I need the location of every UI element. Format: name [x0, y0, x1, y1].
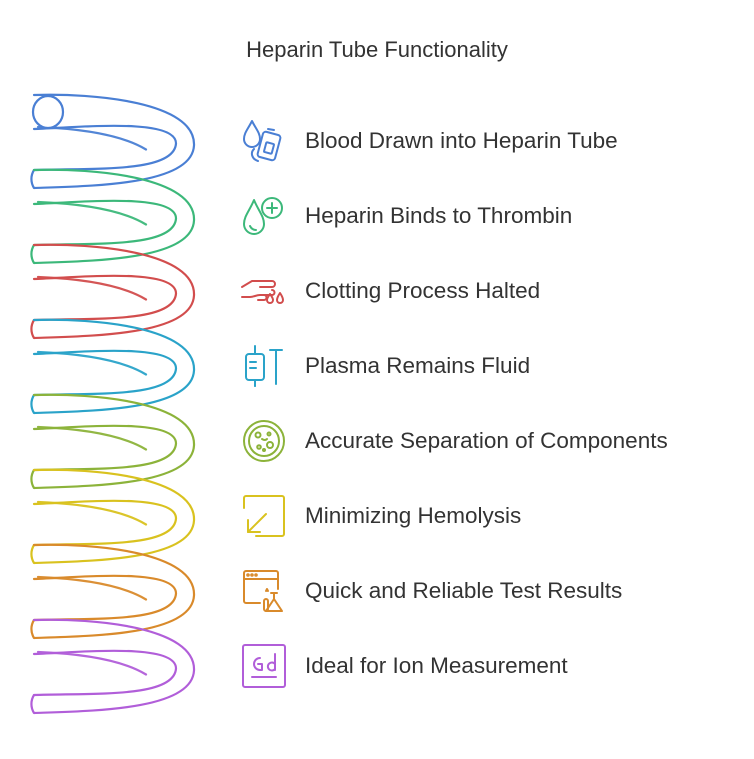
iv-bag-icon: [240, 342, 288, 390]
cells-icon: [240, 417, 288, 465]
item-label-7: Quick and Reliable Test Results: [305, 578, 623, 603]
spring-coil: [30, 93, 196, 715]
hand-drops-icon: [240, 267, 288, 315]
item-label-1: Blood Drawn into Heparin Tube: [305, 128, 618, 153]
drop-plus-icon: [240, 192, 288, 240]
item-label-4: Plasma Remains Fluid: [305, 353, 531, 378]
item-label-6: Minimizing Hemolysis: [305, 503, 522, 528]
coil-end-cap: [31, 94, 65, 130]
minimize-arrow-icon: [240, 492, 288, 540]
diagram-title: Heparin Tube Functionality: [246, 37, 508, 62]
item-label-5: Accurate Separation of Components: [305, 428, 668, 453]
item-label-8: Ideal for Ion Measurement: [305, 653, 568, 678]
item-label-3: Clotting Process Halted: [305, 278, 541, 303]
gd-element-icon: [240, 642, 288, 690]
coil-loop-8: [30, 618, 196, 715]
blood-bag-icon: [240, 117, 288, 165]
item-label-2: Heparin Binds to Thrombin: [305, 203, 573, 228]
lab-window-icon: [240, 567, 288, 615]
